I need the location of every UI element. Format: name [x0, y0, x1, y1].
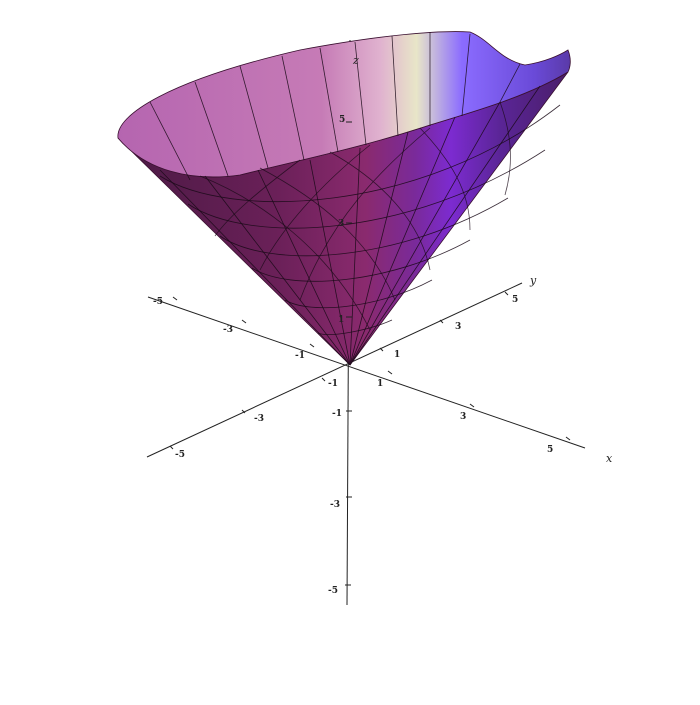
y-axis-line: [146, 282, 523, 458]
z-tick-label: 1: [338, 315, 344, 325]
x-tick-labels: -5 -3 -1 1 3 5: [153, 297, 553, 455]
mesh-generators: [159, 85, 541, 366]
mesh-level-curves: [159, 104, 561, 335]
x-axis-name: x: [606, 452, 613, 465]
mesh-inner-generators: [149, 32, 521, 181]
z-tick-label: -3: [330, 500, 340, 510]
x-axis-line: [147, 296, 586, 449]
y-tick-label: -5: [175, 450, 185, 460]
y-tick-label: 1: [394, 350, 400, 360]
x-tick-label: -3: [223, 325, 233, 335]
z-tick-label: -5: [328, 586, 338, 596]
y-tick-label: 5: [512, 295, 518, 305]
y-tick-labels: -5 -3 -1 1 3 5: [175, 295, 518, 460]
cone-inner-surface: [117, 31, 571, 178]
z-tick-labels: -5 -3 -1 1 3 5: [328, 115, 345, 596]
z-axis-name: z: [352, 54, 359, 67]
x-tick-label: 3: [460, 412, 466, 422]
mesh-cross-curves: [199, 101, 511, 331]
x-tick-label: 1: [377, 379, 383, 389]
y-tick-label: -1: [328, 379, 338, 389]
z-tick-label: -1: [332, 409, 342, 419]
y-tick-label: 3: [455, 322, 461, 332]
y-tick-label: -3: [254, 414, 264, 424]
x-tick-label: -5: [153, 297, 163, 307]
z-tick-label: 5: [339, 115, 345, 125]
z-tick-label: 3: [338, 219, 344, 229]
tick-marks: [169, 121, 571, 586]
x-tick-label: 5: [547, 445, 553, 455]
y-axis-name: y: [529, 274, 537, 287]
x-tick-label: -1: [295, 351, 305, 361]
